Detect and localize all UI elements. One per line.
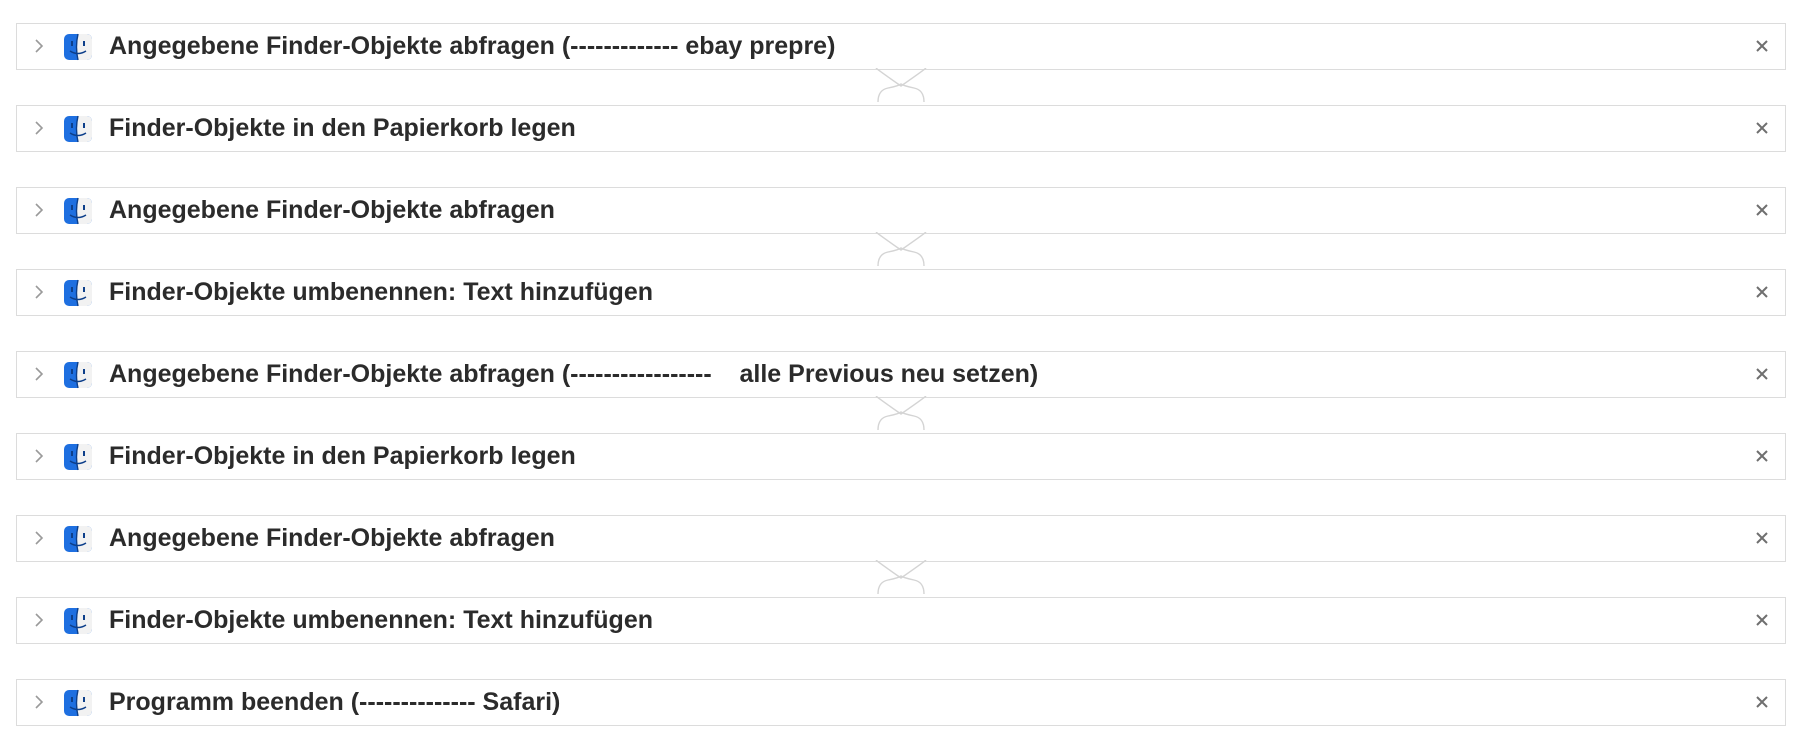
finder-icon [64, 279, 92, 307]
action-title: Programm beenden (-------------- Safari) [109, 688, 561, 716]
action-move-to-trash[interactable]: Finder-Objekte in den Papierkorb legen [16, 433, 1786, 480]
disclosure-chevron-icon[interactable] [30, 606, 48, 634]
close-icon[interactable] [1749, 197, 1775, 223]
action-title: Finder-Objekte umbenennen: Text hinzufüg… [109, 606, 653, 634]
disclosure-chevron-icon[interactable] [30, 196, 48, 224]
finder-icon [64, 33, 92, 61]
close-icon[interactable] [1749, 361, 1775, 387]
action-rename-add-text[interactable]: Finder-Objekte umbenennen: Text hinzufüg… [16, 597, 1786, 644]
action-get-finder-items[interactable]: Angegebene Finder-Objekte abfragen (----… [16, 23, 1786, 70]
finder-icon [64, 197, 92, 225]
close-icon[interactable] [1749, 607, 1775, 633]
disclosure-chevron-icon[interactable] [30, 278, 48, 306]
action-quit-application[interactable]: Programm beenden (-------------- Safari) [16, 679, 1786, 726]
action-rename-add-text[interactable]: Finder-Objekte umbenennen: Text hinzufüg… [16, 269, 1786, 316]
close-icon[interactable] [1749, 279, 1775, 305]
action-title: Finder-Objekte umbenennen: Text hinzufüg… [109, 278, 653, 306]
finder-icon [64, 361, 92, 389]
action-connector [875, 232, 927, 266]
close-icon[interactable] [1749, 115, 1775, 141]
finder-icon [64, 607, 92, 635]
action-connector [875, 396, 927, 430]
action-title: Angegebene Finder-Objekte abfragen (----… [109, 360, 1039, 388]
finder-icon [64, 689, 92, 717]
close-icon[interactable] [1749, 689, 1775, 715]
finder-icon [64, 525, 92, 553]
action-title: Angegebene Finder-Objekte abfragen (----… [109, 32, 836, 60]
action-title: Finder-Objekte in den Papierkorb legen [109, 114, 576, 142]
action-title: Angegebene Finder-Objekte abfragen [109, 196, 555, 224]
finder-icon [64, 443, 92, 471]
close-icon[interactable] [1749, 33, 1775, 59]
close-icon[interactable] [1749, 525, 1775, 551]
action-connector [875, 68, 927, 102]
action-get-finder-items[interactable]: Angegebene Finder-Objekte abfragen [16, 187, 1786, 234]
action-move-to-trash[interactable]: Finder-Objekte in den Papierkorb legen [16, 105, 1786, 152]
action-connector [875, 560, 927, 594]
finder-icon [64, 115, 92, 143]
disclosure-chevron-icon[interactable] [30, 114, 48, 142]
action-title: Angegebene Finder-Objekte abfragen [109, 524, 555, 552]
disclosure-chevron-icon[interactable] [30, 360, 48, 388]
action-get-finder-items[interactable]: Angegebene Finder-Objekte abfragen [16, 515, 1786, 562]
action-title: Finder-Objekte in den Papierkorb legen [109, 442, 576, 470]
disclosure-chevron-icon[interactable] [30, 442, 48, 470]
disclosure-chevron-icon[interactable] [30, 524, 48, 552]
action-get-finder-items[interactable]: Angegebene Finder-Objekte abfragen (----… [16, 351, 1786, 398]
disclosure-chevron-icon[interactable] [30, 688, 48, 716]
disclosure-chevron-icon[interactable] [30, 32, 48, 60]
close-icon[interactable] [1749, 443, 1775, 469]
